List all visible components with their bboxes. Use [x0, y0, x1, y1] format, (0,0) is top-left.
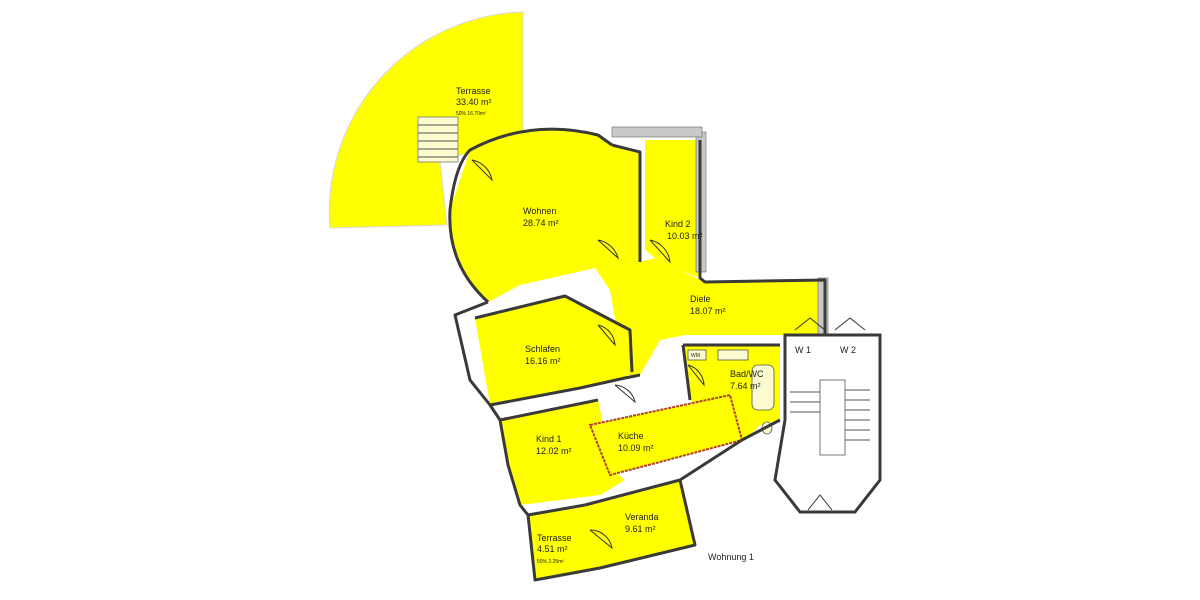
wohnen-area-label: 28.74 m²: [523, 218, 559, 228]
veranda-name: Veranda: [625, 512, 659, 522]
terrace-small-note: 50% 2.25m²: [537, 559, 564, 565]
door-kind2: [649, 239, 671, 264]
washbasin: [717, 349, 749, 361]
terrace-large-area-label: 33.40 m²: [456, 97, 492, 107]
room-terrasse-small: [528, 505, 600, 580]
stairwell-unit-w1: W 1: [795, 345, 811, 355]
kind2-name: Kind 2: [665, 219, 691, 229]
room-kind2: [645, 140, 700, 278]
room-wohnen: [449, 129, 640, 302]
kueche-area-label: 10.09 m²: [618, 443, 654, 453]
terrace-large-note: 50% 16.70m²: [456, 111, 486, 117]
door-wohnen-diele: [597, 239, 619, 260]
wohnen-name: Wohnen: [523, 206, 556, 216]
room-diele: [595, 258, 825, 375]
stairwell-unit-w2: W 2: [840, 345, 856, 355]
door-terrasse-small: [589, 529, 613, 550]
door-schlafen: [597, 324, 616, 347]
door-bad: [687, 364, 705, 387]
bad-name: Bad/WC: [730, 369, 764, 379]
door-kueche: [614, 384, 636, 404]
schlafen-name: Schlafen: [525, 344, 560, 354]
terrace-stairs: [417, 116, 459, 163]
plan-title: Wohnung 1: [708, 552, 754, 562]
washing-machine: [687, 349, 707, 361]
kind1-name: Kind 1: [536, 434, 562, 444]
washing-machine-label: WM: [691, 353, 700, 359]
diele-name: Diele: [690, 294, 711, 304]
apartment-outer-wall: [453, 140, 827, 582]
room-kueche: [590, 395, 742, 475]
kind1-area-label: 12.02 m²: [536, 446, 572, 456]
schlafen-area-label: 16.16 m²: [525, 356, 561, 366]
veranda-area-label: 9.61 m²: [625, 524, 656, 534]
terrace-small-name: Terrasse: [537, 533, 572, 543]
bad-area-label: 7.64 m²: [730, 381, 761, 391]
stairwell: [773, 317, 882, 514]
terrace-large-name: Terrasse: [456, 86, 491, 96]
diele-area-label: 18.07 m²: [690, 306, 726, 316]
room-veranda: [585, 480, 695, 568]
terrace-small-area-label: 4.51 m²: [537, 544, 568, 554]
room-schlafen: [475, 296, 632, 405]
kind2-area-label: 10.03 m²: [667, 231, 703, 241]
door-wohnen-terrace: [471, 159, 493, 182]
kueche-name: Küche: [618, 431, 644, 441]
bathtub: [751, 364, 775, 411]
